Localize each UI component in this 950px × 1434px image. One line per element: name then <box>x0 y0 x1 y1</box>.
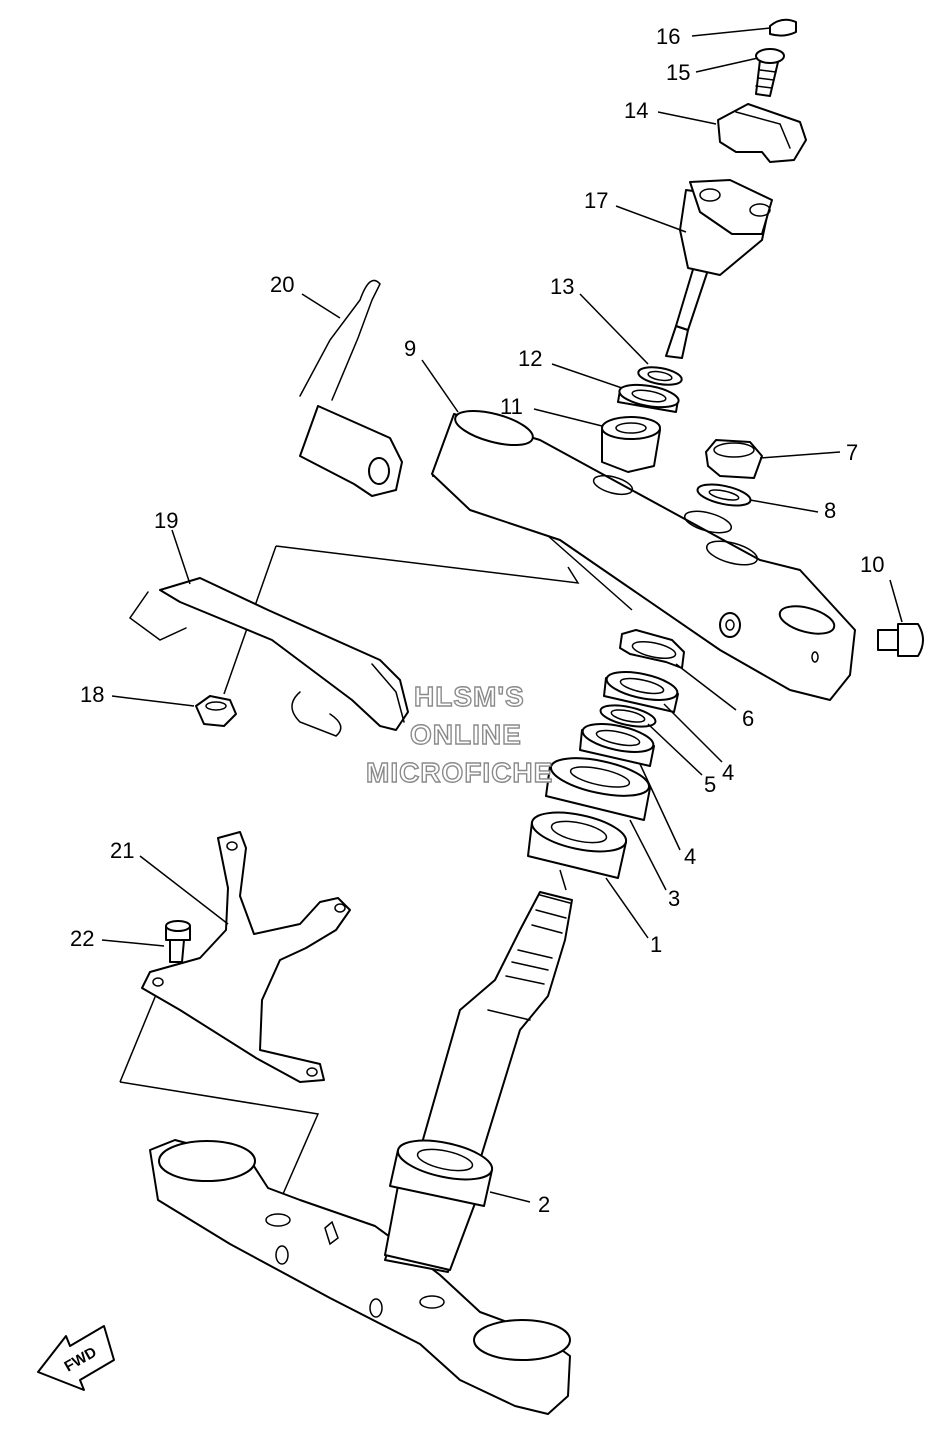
part-18-nut <box>195 695 237 727</box>
callout-5: 5 <box>704 772 716 797</box>
part-9-upper-bracket <box>431 409 856 701</box>
part-4-ring-nut-lower <box>579 723 655 767</box>
part-7-nut <box>705 439 763 479</box>
lower-bracket <box>149 1139 571 1415</box>
callout-1: 1 <box>650 932 662 957</box>
watermark: HLSM'S ONLINE MICROFICHE <box>365 680 553 788</box>
part-8-washer <box>696 483 752 507</box>
callout-3: 3 <box>668 886 680 911</box>
callout-12: 12 <box>518 346 542 371</box>
callout-6: 6 <box>742 706 754 731</box>
callout-2: 2 <box>538 1192 550 1217</box>
callout-9: 9 <box>404 336 416 361</box>
callout-22: 22 <box>70 926 94 951</box>
watermark-line-2: ONLINE <box>410 719 522 750</box>
part-10-pinch-bolt <box>877 623 924 657</box>
part-22-bolt <box>165 920 191 963</box>
callout-4-lower: 4 <box>684 844 696 869</box>
part-5-washer <box>599 704 657 728</box>
callout-10: 10 <box>860 552 884 577</box>
part-19-bracket <box>128 577 409 737</box>
part-1-race <box>527 811 628 879</box>
part-12-washer <box>617 383 680 413</box>
callout-8: 8 <box>824 498 836 523</box>
callout-15: 15 <box>666 60 690 85</box>
part-3-bearing <box>545 757 651 821</box>
part-16-cap <box>769 18 797 37</box>
callout-13: 13 <box>550 274 574 299</box>
part-20-clip-holder <box>299 279 403 497</box>
callout-7: 7 <box>846 440 858 465</box>
part-11-collar <box>601 416 661 473</box>
part-13-washer <box>637 366 683 386</box>
watermark-line-3: MICROFICHE <box>366 757 553 788</box>
part-6-lock-washer <box>619 629 685 669</box>
part-15-bolt <box>755 48 785 97</box>
callout-14: 14 <box>624 98 648 123</box>
callout-leaders <box>101 27 903 1203</box>
callout-19: 19 <box>154 508 178 533</box>
watermark-line-1: HLSM'S <box>414 681 525 712</box>
part-14-clamp <box>717 103 807 163</box>
part-21-bracket <box>141 831 351 1083</box>
callout-11: 11 <box>500 394 523 419</box>
callout-16: 16 <box>656 24 680 49</box>
part-4-ring-nut-upper <box>603 671 679 713</box>
callout-21: 21 <box>110 838 134 863</box>
part-17-riser <box>665 179 773 359</box>
callout-18: 18 <box>80 682 104 707</box>
fwd-arrow-icon: FWD <box>37 1325 115 1391</box>
callout-20: 20 <box>270 272 294 297</box>
callout-4-upper: 4 <box>722 760 734 785</box>
callout-numbers: 1 2 3 4 5 4 6 7 8 9 10 11 12 13 14 15 16… <box>70 24 884 1217</box>
part-2-bearing <box>389 1139 494 1207</box>
callout-17: 17 <box>584 188 608 213</box>
